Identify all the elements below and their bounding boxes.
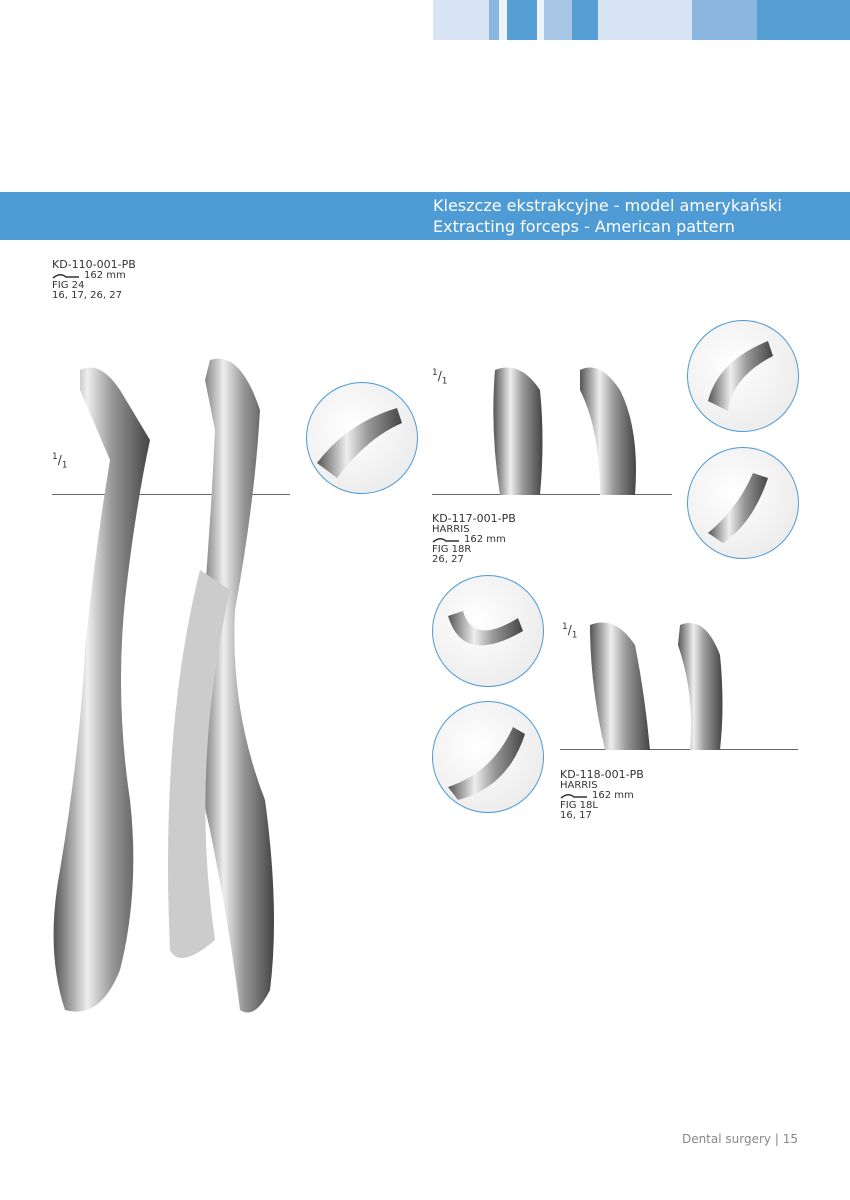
scale-line <box>52 494 290 495</box>
footer-section: Dental surgery <box>681 1132 772 1146</box>
section-title-english: Extracting forceps - American pattern <box>433 217 735 236</box>
product-name: HARRIS <box>432 524 470 535</box>
product-length: 162 mm <box>84 270 126 281</box>
forceps-profile-icon <box>560 794 587 799</box>
product-fig: FIG 18R <box>432 544 472 555</box>
scale-line <box>560 749 798 750</box>
forceps-profile-icon <box>52 274 79 279</box>
product-fig: FIG 18L <box>560 800 598 811</box>
footer-separator: | <box>774 1132 779 1146</box>
product-teeth: 16, 17 <box>560 810 592 821</box>
detail-circle-kd-118-a <box>432 575 544 687</box>
product-teeth: 26, 27 <box>432 554 464 565</box>
section-title-polish: Kleszcze ekstrakcyjne - model amerykańsk… <box>433 196 782 215</box>
scale-line <box>432 494 672 495</box>
detail-circle-kd-110 <box>306 382 418 494</box>
forceps-kd-118-image <box>590 622 723 750</box>
page-number: 15 <box>782 1132 798 1146</box>
forceps-kd-117-image <box>493 367 636 495</box>
scale-label: 1/1 <box>52 452 68 471</box>
product-name: HARRIS <box>560 780 598 791</box>
scale-label: 1/1 <box>432 368 448 387</box>
product-code: KD-110-001-PB <box>52 258 136 271</box>
product-code: KD-117-001-PB <box>432 512 516 525</box>
product-length: 162 mm <box>592 790 634 801</box>
section-header-band <box>0 192 850 240</box>
detail-circle-kd-117-a <box>687 320 799 432</box>
forceps-kd-110-image <box>53 358 274 1013</box>
product-info-kd-110: KD-110-001-PB 162 mm FIG 24 16, 17, 26, … <box>52 258 136 301</box>
forceps-profile-icon <box>432 538 459 543</box>
detail-circle-kd-117-b <box>687 447 799 559</box>
detail-circle-kd-118-b <box>432 701 544 813</box>
product-info-kd-117: KD-117-001-PB HARRIS 162 mm FIG 18R 26, … <box>432 512 516 565</box>
product-teeth: 16, 17, 26, 27 <box>52 290 122 301</box>
product-fig: FIG 24 <box>52 280 85 291</box>
page-footer: Dental surgery | 15 <box>682 1132 798 1146</box>
scale-label: 1/1 <box>562 622 578 641</box>
product-info-kd-118: KD-118-001-PB HARRIS 162 mm FIG 18L 16, … <box>560 768 644 821</box>
product-length: 162 mm <box>464 534 506 545</box>
product-code: KD-118-001-PB <box>560 768 644 781</box>
